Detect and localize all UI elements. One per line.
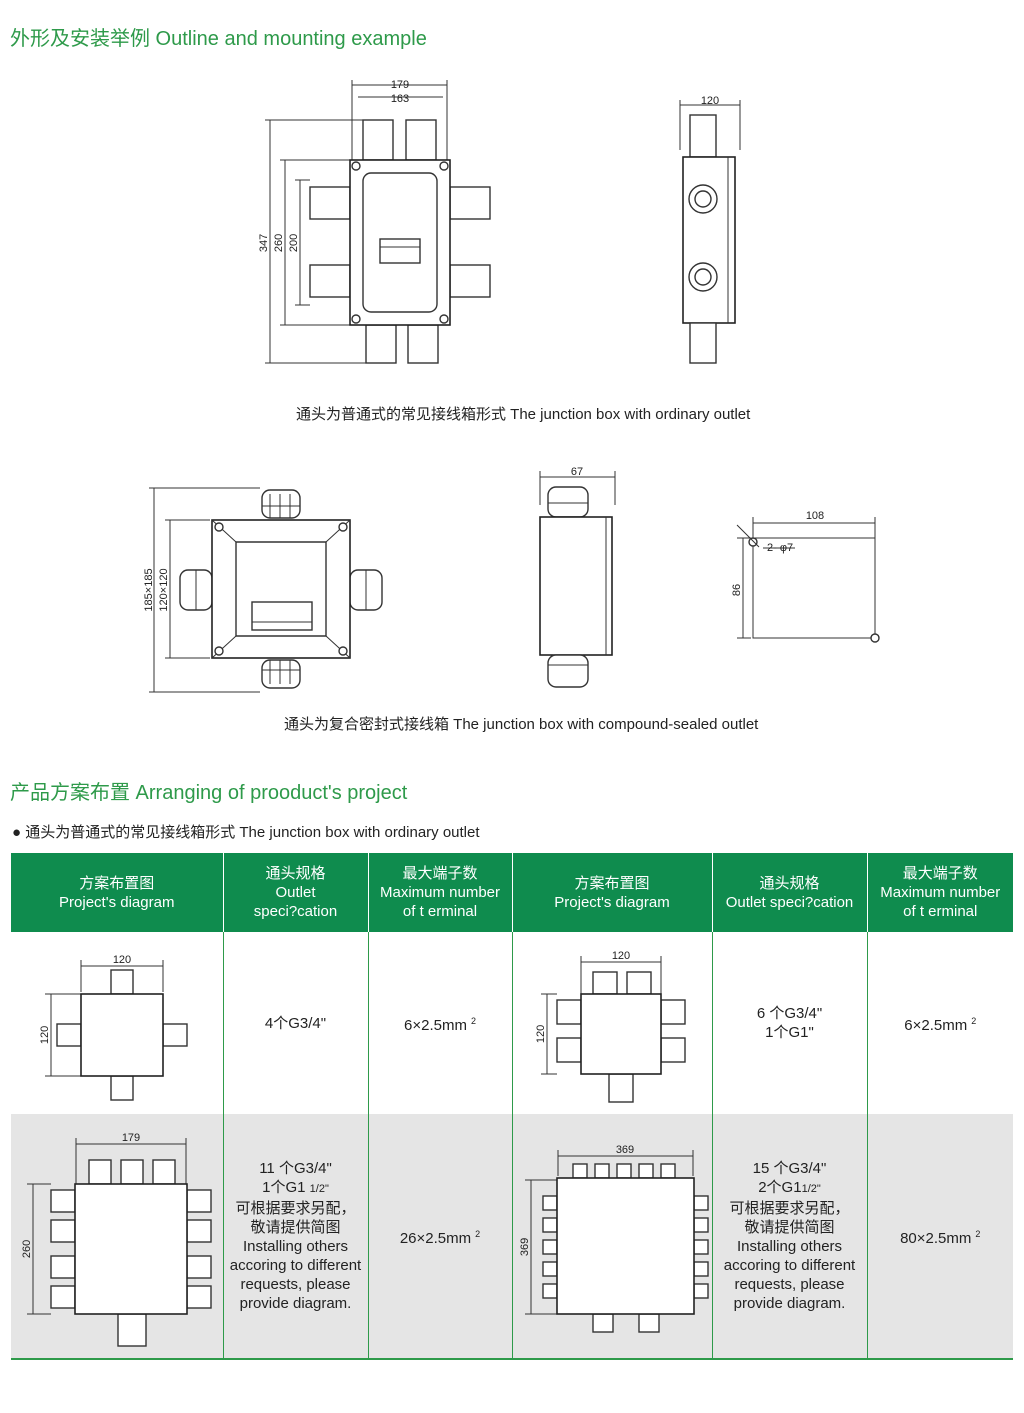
diagram-cell: 120 120 [512, 932, 713, 1114]
dim-r1d2-w: 120 [611, 950, 629, 962]
dim-r2d1-h: 260 [21, 1240, 33, 1258]
dim-h2: 260 [273, 234, 285, 252]
outlet-spec-cell: 6 个G3/4"1个G1" [712, 932, 868, 1114]
dim-compound-side: 67 [571, 466, 583, 478]
section-title-arranging: 产品方案布置 Arranging of prooduct's project [10, 782, 408, 804]
dim-compound-outer: 185×185 [143, 568, 155, 611]
dim-mount-height: 86 [731, 584, 743, 596]
dim-r2d2-w: 369 [615, 1144, 633, 1156]
caption-compound: 通头为复合密封式接线箱 The junction box with compou… [284, 716, 759, 733]
drawing-ordinary-side: 120 [679, 95, 741, 364]
diagram-17-outlet: 369 369 [519, 1144, 709, 1333]
dim-side-width: 120 [701, 95, 719, 107]
diagram-7-outlet: 120 120 [535, 950, 686, 1103]
diagram-cell: 120 120 [11, 932, 224, 1114]
diagram-cell: 369 369 [512, 1114, 713, 1360]
dim-r1d2-h: 120 [535, 1025, 547, 1043]
dim-r1d1-w: 120 [113, 954, 131, 966]
dim-width-outer: 179 [391, 79, 409, 91]
drawing-ordinary-front: 179 163 347 260 200 [258, 79, 491, 364]
dim-r2d1-w: 179 [122, 1132, 140, 1144]
dim-h1: 347 [258, 234, 270, 252]
dim-mount-width: 108 [806, 510, 824, 522]
drawing-compound-side: 67 [539, 466, 616, 688]
section-title-outline: 外形及安装举例 Outline and mounting example [10, 28, 427, 50]
diagram-12-outlet: 179 260 [21, 1132, 212, 1347]
dim-r2d2-h: 369 [519, 1238, 531, 1256]
caption-ordinary: 通头为普通式的常见接线箱形式 The junction box with ord… [296, 406, 751, 423]
table-row: 179 260 11 个G3/4" 1 [11, 1114, 1013, 1360]
bullet-ordinary-outlet: ● 通头为普通式的常见接线箱形式 The junction box with o… [12, 824, 480, 841]
dim-mount-hole: 2- φ7 [767, 542, 793, 554]
drawing-compound-front: 185×185 120×120 [143, 487, 383, 693]
drawing-mounting-holes: 108 86 2- φ7 [731, 510, 880, 643]
dim-r1d1-h: 120 [39, 1026, 51, 1044]
diagram-cell: 179 260 [11, 1114, 224, 1360]
diagram-4-outlet: 120 120 [39, 954, 188, 1101]
dim-h3: 200 [288, 234, 300, 252]
outlet-spec-cell: 4个G3/4" [223, 932, 369, 1114]
dim-compound-inner: 120×120 [158, 568, 170, 611]
outlet-spec-cell: 15 个G3/4" 2个G11/2" 可根据要求另配， 敬请提供简图 Insta… [712, 1114, 868, 1360]
dim-width-inner: 163 [391, 93, 409, 105]
outlet-spec-cell: 11 个G3/4" 1个G1 1/2" 可根据要求另配， 敬请提供简图 Inst… [223, 1114, 369, 1360]
